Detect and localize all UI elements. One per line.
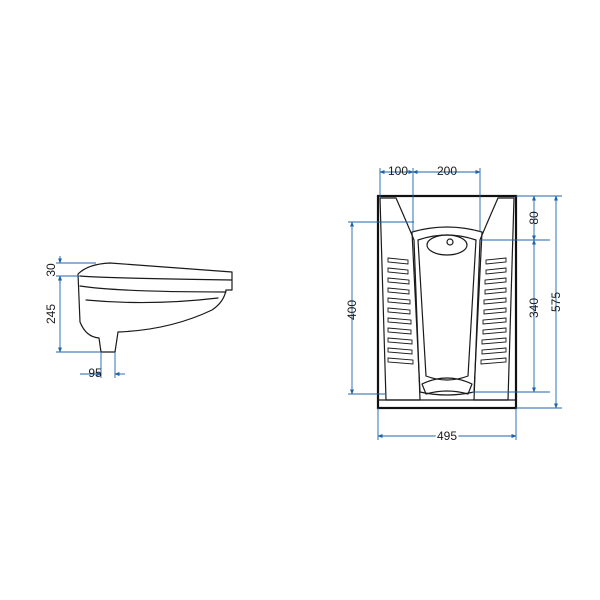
dim-rear-offset-label: 100 (388, 164, 408, 178)
side-view-rim (79, 275, 233, 281)
dim-top-thickness-label: 30 (44, 263, 58, 277)
left-grip-slots (387, 257, 414, 365)
side-view-bowl (85, 297, 219, 304)
dim-outlet-width-label: 95 (88, 366, 102, 380)
dim-opening-length-label: 400 (345, 300, 359, 320)
pan-inner (417, 234, 477, 381)
side-view-body (77, 262, 233, 353)
side-view: 30 245 95 (44, 256, 233, 380)
drain-icon (446, 238, 454, 246)
dim-overall-width-label: 495 (437, 429, 457, 443)
side-view-rim-lower (79, 285, 227, 293)
dim-opening-width-label: 200 (437, 164, 457, 178)
pan-front (421, 377, 473, 395)
dim-overall-length-label: 575 (549, 292, 563, 312)
dim-height-label: 245 (44, 304, 58, 324)
right-grip-slots (480, 257, 507, 365)
dim-rear-depth-label: 80 (527, 211, 541, 225)
pan-bowl (426, 234, 468, 256)
top-view: 100 200 80 340 575 400 495 (345, 164, 563, 445)
top-view-outline (376, 194, 518, 410)
pan-basin (411, 226, 483, 396)
dim-inner-length-label: 340 (527, 298, 541, 318)
